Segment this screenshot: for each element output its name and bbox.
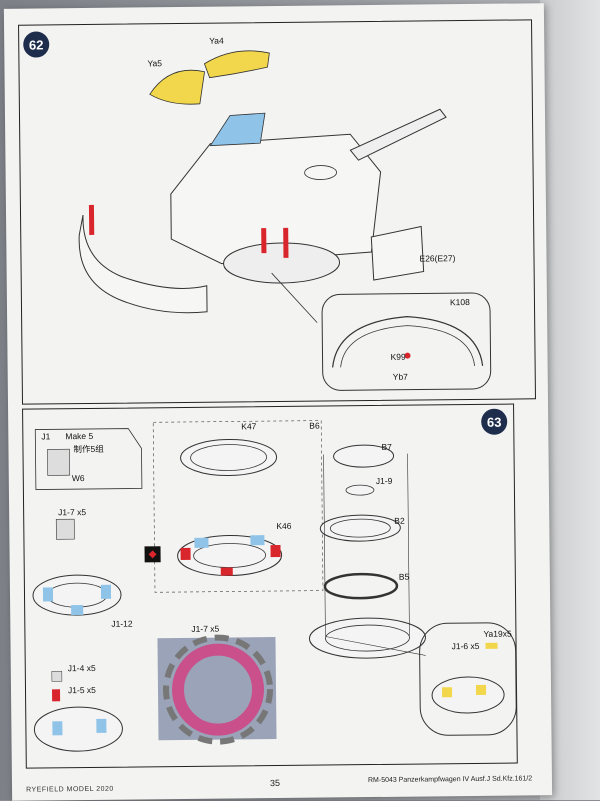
label-make5-cn: 制作5组 <box>73 443 104 455</box>
label-j1-7-x5-a: J1-7 x5 <box>58 507 87 518</box>
label-j1: J1 <box>41 431 51 442</box>
footer-brand: RYEFIELD MODEL 2020 <box>26 785 114 794</box>
plate-e26 <box>370 225 425 281</box>
label-b5: B5 <box>398 571 410 582</box>
blue-plate <box>209 112 266 147</box>
side-skirt <box>78 214 208 314</box>
label-yb7: Yb7 <box>392 371 408 382</box>
label-ya4: Ya4 <box>209 35 224 46</box>
label-ya19-x5: Ya19x5 <box>483 628 512 639</box>
label-k99: K99 <box>390 351 406 362</box>
label-j1-6-x5: J1-6 x5 <box>451 640 480 652</box>
label-j1-4-x5: J1-4 x5 <box>67 662 96 674</box>
label-k108: K108 <box>449 296 470 308</box>
label-k47: K47 <box>241 421 257 432</box>
label-k46: K46 <box>276 520 292 532</box>
label-b2: B2 <box>394 515 405 526</box>
gun-barrel <box>349 108 447 161</box>
label-w6: W6 <box>71 473 85 484</box>
footer-product: RM-5043 Panzerkampfwagen IV Ausf.J Sd.Kf… <box>367 775 533 785</box>
label-make5: Make 5 <box>65 430 94 442</box>
label-j1-12: J1-12 <box>111 618 133 629</box>
turret-ring <box>223 242 341 284</box>
step-63-panel: 63 <box>22 403 518 769</box>
hatch-ya5 <box>149 69 205 105</box>
label-j1-7-x5-b: J1-7 x5 <box>191 623 220 634</box>
label-ya5: Ya5 <box>147 58 162 69</box>
label-b7: B7 <box>381 441 392 452</box>
label-b6: B6 <box>309 420 320 431</box>
k108-detail-box <box>321 292 492 391</box>
page-number: 35 <box>269 778 281 789</box>
step-62-panel: 62 Ya5 Ya4 <box>18 19 536 405</box>
instruction-page: 62 Ya5 Ya4 <box>3 3 553 801</box>
label-j1-5-x5: J1-5 x5 <box>67 684 96 696</box>
label-e26: E26(E27) <box>419 253 456 264</box>
step-63-drawing <box>32 420 517 752</box>
hatch-ya4 <box>203 50 270 79</box>
step-62-drawing <box>78 50 492 391</box>
label-j1-9: J1-9 <box>375 475 393 486</box>
